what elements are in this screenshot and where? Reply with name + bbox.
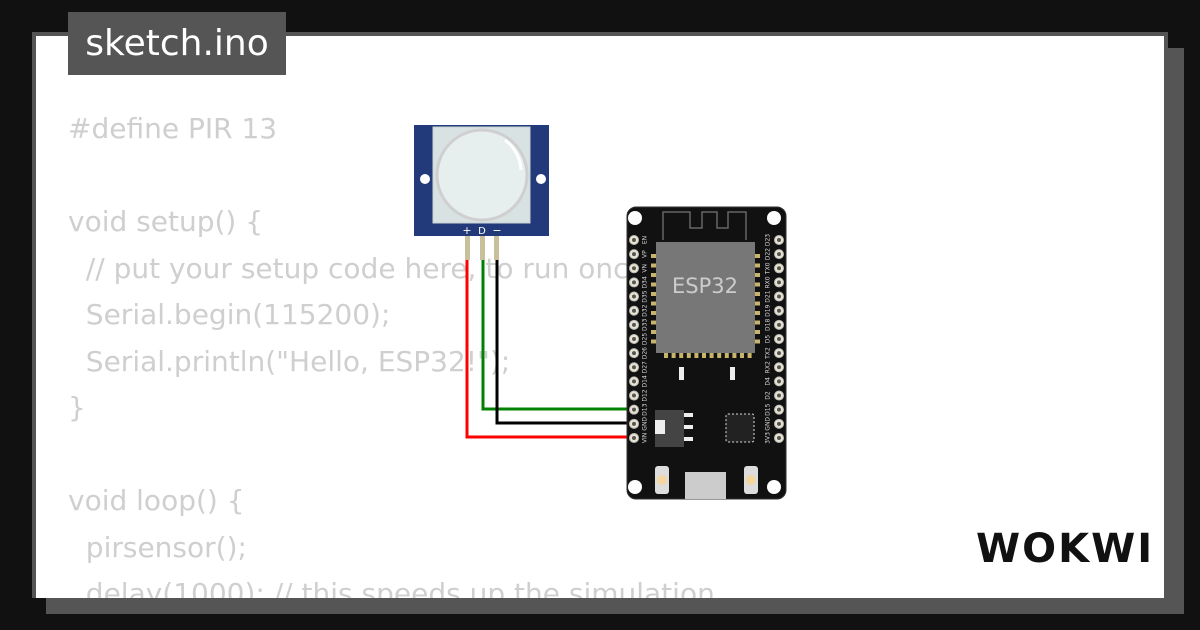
pin-label: D22 bbox=[765, 248, 772, 260]
code-line: } bbox=[68, 391, 86, 424]
pin-label: D32 bbox=[642, 304, 649, 316]
pin-label: D21 bbox=[765, 290, 772, 302]
pin-label: D15 bbox=[765, 403, 772, 415]
usb-serial-chip bbox=[725, 413, 755, 443]
pin-label: RX2 bbox=[765, 361, 772, 373]
pin-label: D33 bbox=[642, 319, 649, 331]
wire-data bbox=[481, 258, 634, 411]
code-line: void loop() { bbox=[68, 484, 245, 517]
pin-label: TX0 bbox=[765, 262, 772, 275]
pin-label-data: D bbox=[478, 226, 486, 237]
pin-label: D5 bbox=[765, 335, 772, 344]
pin-label: VP bbox=[642, 250, 649, 258]
wokwi-logo: WOKWI bbox=[976, 526, 1155, 572]
wire-gnd bbox=[495, 258, 634, 425]
pin-label: VN bbox=[642, 264, 649, 273]
pin-label: VIN bbox=[642, 433, 649, 443]
pir-dome bbox=[435, 128, 529, 222]
esp32-chip bbox=[656, 242, 755, 353]
wires bbox=[465, 258, 634, 439]
pin-label: D14 bbox=[642, 375, 649, 387]
pin-label: D25 bbox=[642, 333, 649, 345]
antenna bbox=[662, 211, 747, 240]
code-line: // put your setup code here, to run once… bbox=[68, 251, 656, 285]
preview-card: #define PIR 13 void setup() { // put you… bbox=[32, 32, 1168, 598]
pin-label: TX2 bbox=[765, 347, 772, 360]
esp32-board[interactable]: ESP32 ENVPVND34D35D32D33D25D26D27D14D12D… bbox=[626, 206, 787, 500]
code-line: Serial.begin(115200); bbox=[68, 298, 391, 331]
pin-label: D35 bbox=[642, 290, 649, 302]
pin-label: D2 bbox=[765, 391, 772, 400]
pin-label: GND bbox=[765, 417, 772, 431]
pin-label: D12 bbox=[642, 389, 649, 401]
file-tab-title: sketch.ino bbox=[68, 12, 286, 75]
chip-label: ESP32 bbox=[672, 274, 738, 298]
pin-label: EN bbox=[642, 236, 649, 244]
pin-label: D4 bbox=[765, 377, 772, 386]
pin-label: RX0 bbox=[765, 276, 772, 288]
pin-label: D27 bbox=[642, 361, 649, 373]
pin-label: D26 bbox=[642, 347, 649, 359]
pin-label: D13 bbox=[642, 403, 649, 415]
code-line: pirsensor(); bbox=[68, 530, 247, 564]
pin-label: D23 bbox=[765, 234, 772, 246]
pir-sensor[interactable]: + D − bbox=[414, 125, 549, 260]
code-line: #define PIR 13 bbox=[68, 112, 278, 145]
pin-label: D34 bbox=[642, 276, 649, 288]
pin-label-gnd: − bbox=[492, 224, 501, 237]
code-line: Serial.println("Hello, ESP32!"); bbox=[68, 344, 511, 378]
code-line: void setup() { bbox=[68, 205, 264, 238]
pin-label: 3V3 bbox=[765, 432, 772, 444]
usb-port[interactable] bbox=[685, 472, 726, 499]
pin-label: GND bbox=[642, 417, 649, 431]
pin-label: D19 bbox=[765, 304, 772, 316]
code-line: delay(1000); // this speeds up the simul… bbox=[68, 577, 715, 598]
mount-hole bbox=[420, 174, 430, 184]
mount-hole bbox=[536, 174, 546, 184]
pin-label: D18 bbox=[765, 319, 772, 331]
pin-label-vcc: + bbox=[462, 224, 471, 237]
code-preview: #define PIR 13 void setup() { // put you… bbox=[68, 106, 715, 598]
wire-vcc bbox=[465, 258, 634, 439]
